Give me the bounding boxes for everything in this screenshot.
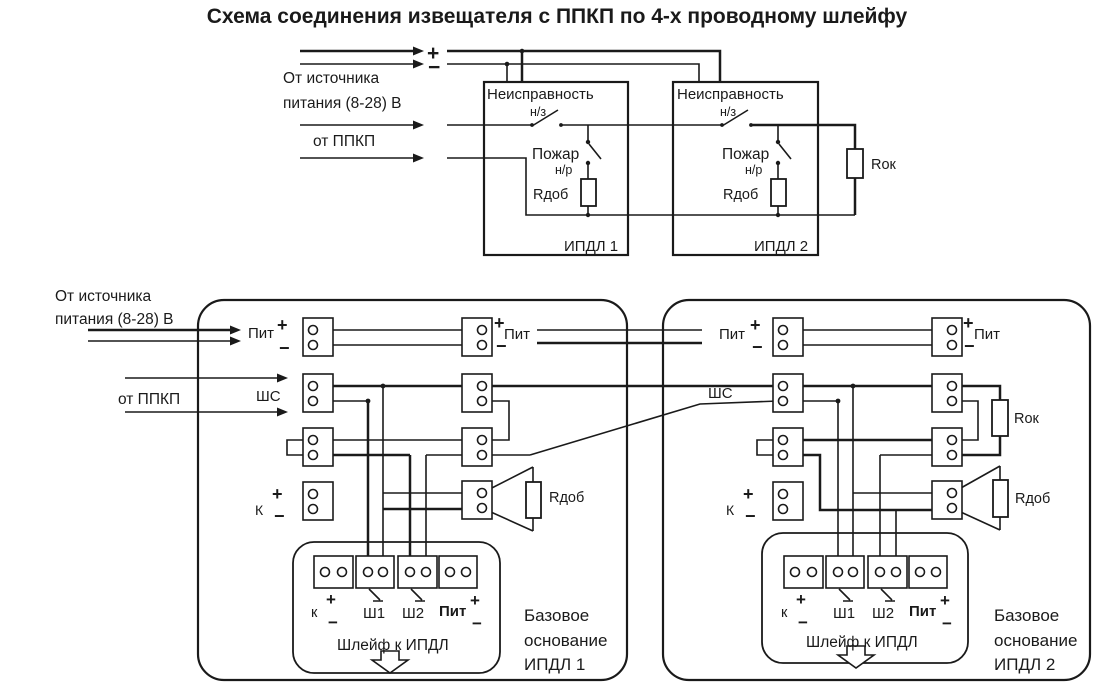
b2-inner-pit-minus: −	[942, 614, 952, 633]
b2-rdob-label: Rдоб	[1015, 491, 1050, 507]
top-plus: +	[427, 42, 439, 65]
rdob-resistor-det2	[770, 178, 787, 207]
shs-in-label: ШС	[256, 388, 281, 405]
b2-pitL-plus: +	[750, 315, 761, 335]
det1-fire-label: Пожар	[532, 146, 579, 163]
b2-sh2-label: Ш2	[872, 605, 894, 622]
shs-mid-label: ШС	[708, 385, 733, 402]
bottom-supply-wires	[88, 329, 952, 346]
rok-resistor-top	[846, 148, 864, 179]
b1-sh2-label: Ш2	[402, 605, 424, 622]
rdob-resistor-base1	[525, 481, 542, 519]
base2-loop-arrow-icon	[835, 645, 877, 669]
top-minus: −	[428, 56, 440, 79]
rok-resistor-base2	[991, 399, 1009, 437]
b2-pitR-plus: +	[963, 313, 974, 333]
det2-fire-label: Пожар	[722, 146, 769, 163]
b2-k-minus: −	[745, 506, 756, 526]
detector-2-block	[671, 80, 820, 257]
bottom-arrowheads	[230, 325, 288, 417]
b2-inner-k-plus: +	[796, 590, 806, 609]
b2-inner-k-minus: −	[798, 613, 808, 632]
top-wires-bold	[300, 49, 857, 215]
detector-1-block	[482, 80, 630, 257]
base1-right-terminals	[461, 317, 493, 520]
rok-top-label: Rок	[871, 157, 897, 173]
b2-pitL-minus: −	[752, 337, 763, 357]
det1-fault-label: Неисправность	[487, 86, 594, 103]
bottom-wires-bold	[88, 328, 1002, 572]
bot-power-label-2: питания (8-28) В	[55, 311, 174, 328]
b2-k-label: К	[726, 502, 735, 518]
b2-loop-label: Шлейф к ИПДЛ	[806, 634, 918, 651]
b1-inner-pit-label: Пит	[439, 603, 466, 620]
bottom-junction-dots	[365, 383, 856, 404]
b2-pitR-label: Пит	[974, 326, 1000, 343]
det1-nr-label: н/р	[555, 163, 572, 177]
bot-ppkp-label: от ППКП	[118, 391, 180, 408]
title: Схема соединения извещателя с ППКП по 4-…	[207, 5, 908, 28]
pit-in-minus: −	[279, 338, 290, 358]
b1-inner-k-plus: +	[326, 590, 336, 609]
top-wires	[300, 63, 855, 216]
base1-socket-terminals	[313, 555, 478, 589]
b1-name-line1: Базовое	[524, 606, 589, 625]
b1-pitR-minus: −	[496, 336, 507, 356]
det2-rdob-label: Rдоб	[723, 187, 758, 203]
b1-name-line3: ИПДЛ 1	[524, 655, 585, 674]
bottom-schematic	[88, 298, 1092, 682]
det2-name: ИПДЛ 2	[754, 238, 808, 255]
bot-power-label-1: От источника	[55, 288, 151, 305]
b2-inner-k-label: к	[781, 605, 788, 621]
base1-left-terminals	[302, 317, 334, 521]
b1-k-plus: +	[272, 484, 283, 504]
det1-nz-label: н/з	[530, 105, 546, 119]
top-power-label-1: От источника	[283, 70, 379, 87]
top-power-label-2: питания (8-28) В	[283, 95, 402, 112]
b2-k-plus: +	[743, 484, 754, 504]
rdob-resistor-base2	[992, 479, 1009, 518]
top-junction-dots	[504, 48, 781, 218]
b2-pitR-minus: −	[964, 336, 975, 356]
b1-inner-k-minus: −	[328, 613, 338, 632]
rdob-resistor-det1	[580, 178, 597, 207]
b2-inner-pit-plus: +	[940, 591, 950, 610]
det2-nz-label: н/з	[720, 105, 736, 119]
b1-inner-k-label: к	[311, 605, 318, 621]
b1-inner-pit-minus: −	[472, 614, 482, 633]
b1-inner-pit-plus: +	[470, 591, 480, 610]
base2-left-terminals	[772, 317, 804, 521]
base-1-housing	[196, 298, 629, 682]
top-ppkp-label: от ППКП	[313, 133, 375, 150]
det1-rdob-label: Rдоб	[533, 187, 568, 203]
det2-fault-label: Неисправность	[677, 86, 784, 103]
b1-loop-label: Шлейф к ИПДЛ	[337, 637, 449, 654]
det1-name: ИПДЛ 1	[564, 238, 618, 255]
top-arrowheads	[413, 46, 424, 163]
pit-in-label: Пит	[248, 325, 274, 342]
b1-name-line2: основание	[524, 631, 607, 650]
base1-loop-arrow-icon	[369, 650, 411, 674]
b1-rdob-label: Rдоб	[549, 490, 584, 506]
b2-sh1-label: Ш1	[833, 605, 855, 622]
base-2-housing	[661, 298, 1092, 682]
b1-sh1-label: Ш1	[363, 605, 385, 622]
b1-pitR-plus: +	[494, 313, 505, 333]
top-schematic	[300, 46, 864, 257]
b2-name-line3: ИПДЛ 2	[994, 655, 1055, 674]
pit-in-plus: +	[277, 315, 288, 335]
b1-k-minus: −	[274, 506, 285, 526]
base2-right-terminals	[931, 317, 963, 520]
labels-layer: Схема соединения извещателя с ППКП по 4-…	[55, 5, 1077, 674]
b2-inner-pit-label: Пит	[909, 603, 936, 620]
b2-name-line2: основание	[994, 631, 1077, 650]
base2-socket-terminals	[783, 555, 948, 589]
b2-rok-label: Rок	[1014, 411, 1040, 427]
b1-k-label: К	[255, 502, 264, 518]
b2-name-line1: Базовое	[994, 606, 1059, 625]
b1-pitR-label: Пит	[504, 326, 530, 343]
b2-pitL-label: Пит	[719, 326, 745, 343]
det2-nr-label: н/р	[745, 163, 762, 177]
